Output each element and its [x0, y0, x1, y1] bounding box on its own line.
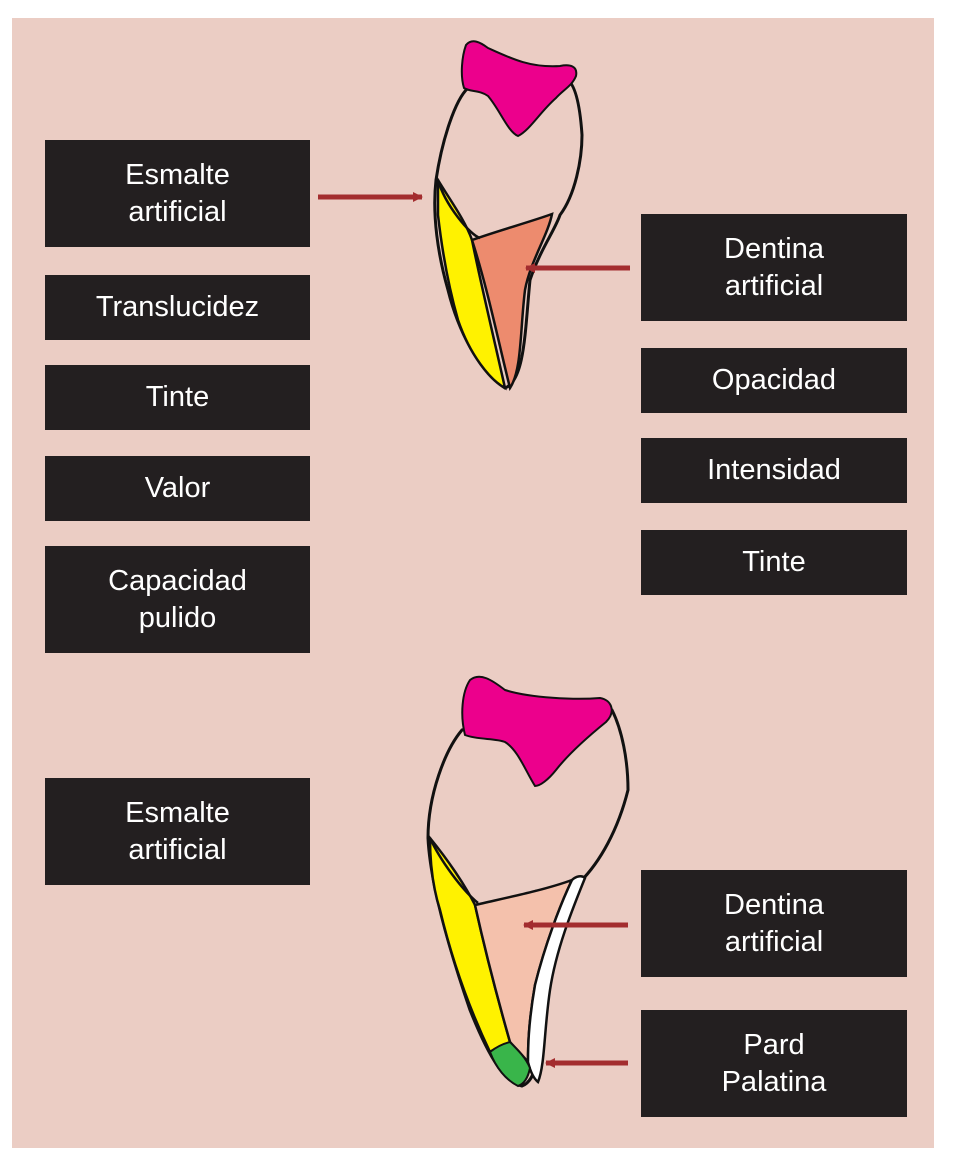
bottom-palatal-wall	[526, 875, 587, 1085]
label-bottom-enamel-line1: Esmalte	[125, 796, 230, 829]
label-top-enamel: Esmalte artificial	[45, 140, 310, 247]
bottom-tooth	[426, 675, 630, 1088]
bottom-pulp	[461, 675, 613, 788]
label-capacidad-line1: Capacidad	[108, 564, 247, 597]
label-top-enamel-line2: artificial	[128, 195, 227, 228]
label-bottom-enamel: Esmalte artificial	[45, 778, 310, 885]
label-tinte-left-text: Tinte	[145, 381, 210, 413]
bottom-incisal-tip	[488, 1040, 532, 1088]
label-capacidad-pulido: Capacidad pulido	[45, 546, 310, 653]
label-intensidad: Intensidad	[641, 438, 907, 503]
label-bottom-dentin: Dentina artificial	[641, 870, 907, 977]
label-valor-text: Valor	[144, 472, 211, 504]
label-opacidad-text: Opacidad	[711, 364, 837, 396]
top-tooth	[433, 40, 584, 392]
label-palatal-wall: Pard Palatina	[641, 1010, 907, 1117]
label-tinte-left: Tinte	[45, 365, 310, 430]
label-tinte-right: Tinte	[641, 530, 907, 595]
label-bottom-dentin-line2: artificial	[724, 925, 824, 958]
label-tinte-right-text: Tinte	[742, 546, 806, 578]
label-bottom-enamel-line2: artificial	[128, 833, 227, 866]
label-top-dentin-line2: artificial	[724, 269, 824, 302]
label-top-dentin: Dentina artificial	[641, 214, 907, 321]
label-opacidad: Opacidad	[641, 348, 907, 413]
label-top-dentin-line1: Dentina	[724, 232, 824, 265]
label-translucidez: Translucidez	[45, 275, 310, 340]
label-intensidad-text: Intensidad	[707, 454, 841, 486]
label-palatal-line1: Pard	[743, 1028, 805, 1061]
label-translucidez-text: Translucidez	[95, 291, 260, 323]
label-bottom-dentin-line1: Dentina	[724, 888, 824, 921]
label-valor: Valor	[45, 456, 310, 521]
top-dentin	[470, 212, 554, 392]
label-capacidad-line2: pulido	[138, 601, 217, 634]
label-top-enamel-line1: Esmalte	[125, 158, 230, 191]
top-pulp	[460, 40, 578, 138]
label-palatal-line2: Palatina	[721, 1065, 827, 1098]
